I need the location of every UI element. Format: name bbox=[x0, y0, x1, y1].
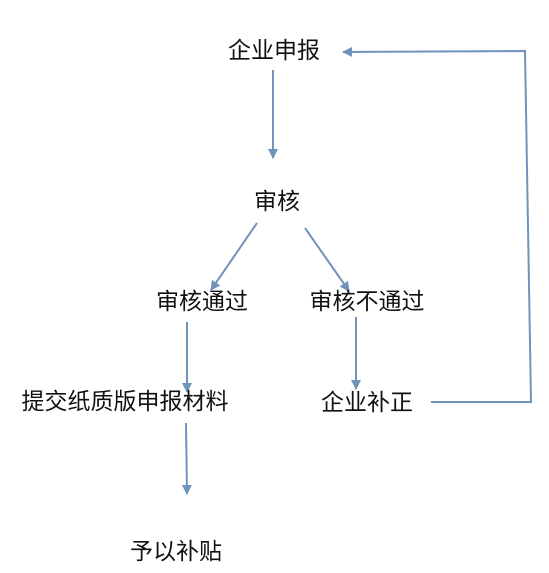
node-grant-subsidy: 予以补贴 bbox=[130, 539, 222, 565]
edge-review-to-fail bbox=[304, 227, 350, 292]
edge-paper-to-subsidy bbox=[181, 422, 192, 495]
node-review: 审核 bbox=[254, 189, 300, 215]
node-enterprise-application: 企业申报 bbox=[228, 38, 320, 64]
edge-review-to-pass bbox=[210, 222, 258, 291]
node-review-failed: 审核不通过 bbox=[309, 289, 425, 315]
node-enterprise-correction: 企业补正 bbox=[321, 390, 413, 416]
node-submit-paper-materials: 提交纸质版申报材料 bbox=[21, 389, 229, 415]
node-review-passed: 审核通过 bbox=[156, 289, 248, 315]
edge-correct-to-apply bbox=[342, 46, 533, 403]
